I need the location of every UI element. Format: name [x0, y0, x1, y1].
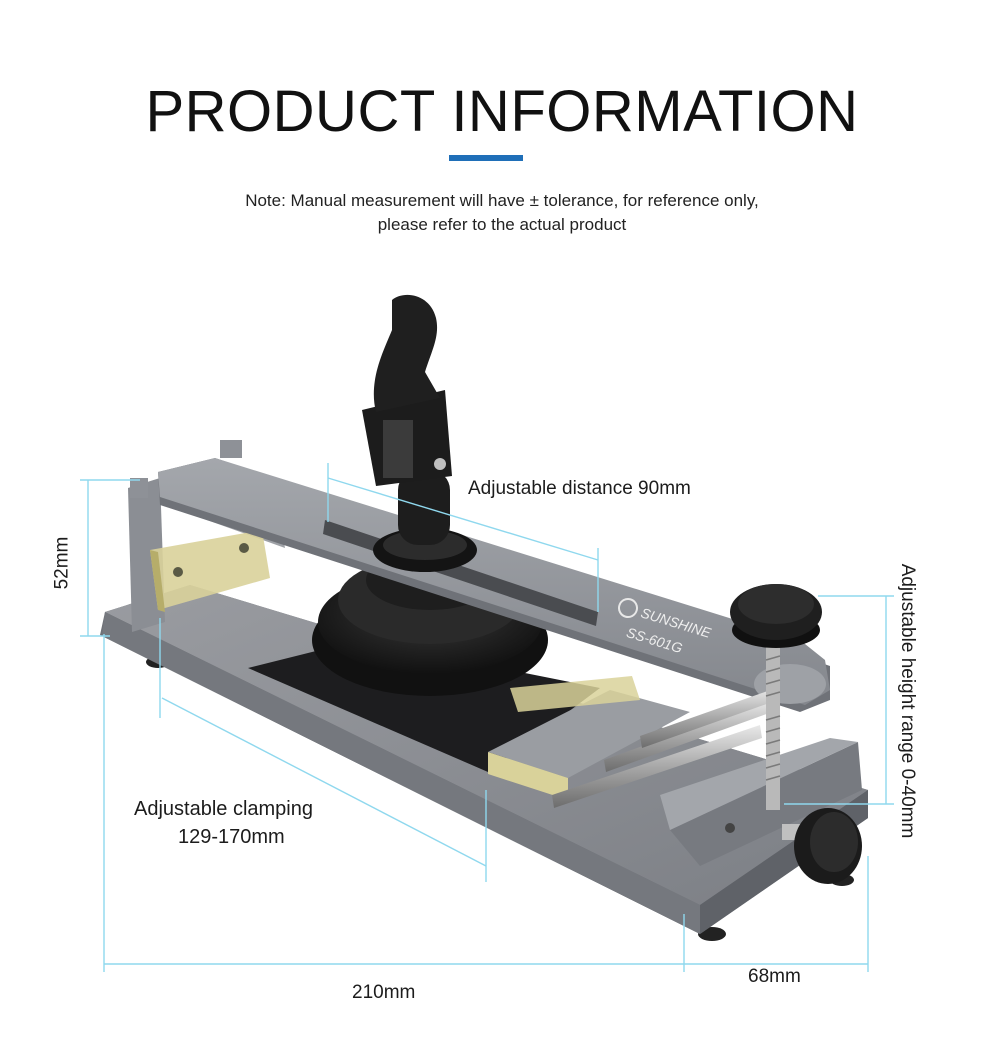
note-line-1: Note: Manual measurement will have ± tol…	[245, 191, 759, 210]
height-screw	[765, 640, 781, 810]
clamp-knob	[782, 808, 862, 884]
guide-rods	[552, 688, 778, 808]
height-label: 52mm	[51, 536, 73, 590]
width-label: 68mm	[748, 966, 801, 987]
height-knob	[730, 584, 822, 648]
clamping-label-line1: Adjustable clamping	[134, 798, 313, 820]
adjustable-height-label: Adjustable height range 0-40mm	[897, 563, 918, 839]
adjustable-distance-label: Adjustable distance 90mm	[468, 478, 691, 499]
title-accent-bar	[449, 155, 523, 161]
dimension-lines	[80, 463, 894, 972]
note-line-2: please refer to the actual product	[377, 215, 627, 234]
page-title: PRODUCT INFORMATION	[145, 79, 859, 144]
length-label: 210mm	[352, 982, 416, 1003]
suction-handle	[362, 294, 477, 572]
clamping-label-line2: 129-170mm	[178, 826, 285, 848]
